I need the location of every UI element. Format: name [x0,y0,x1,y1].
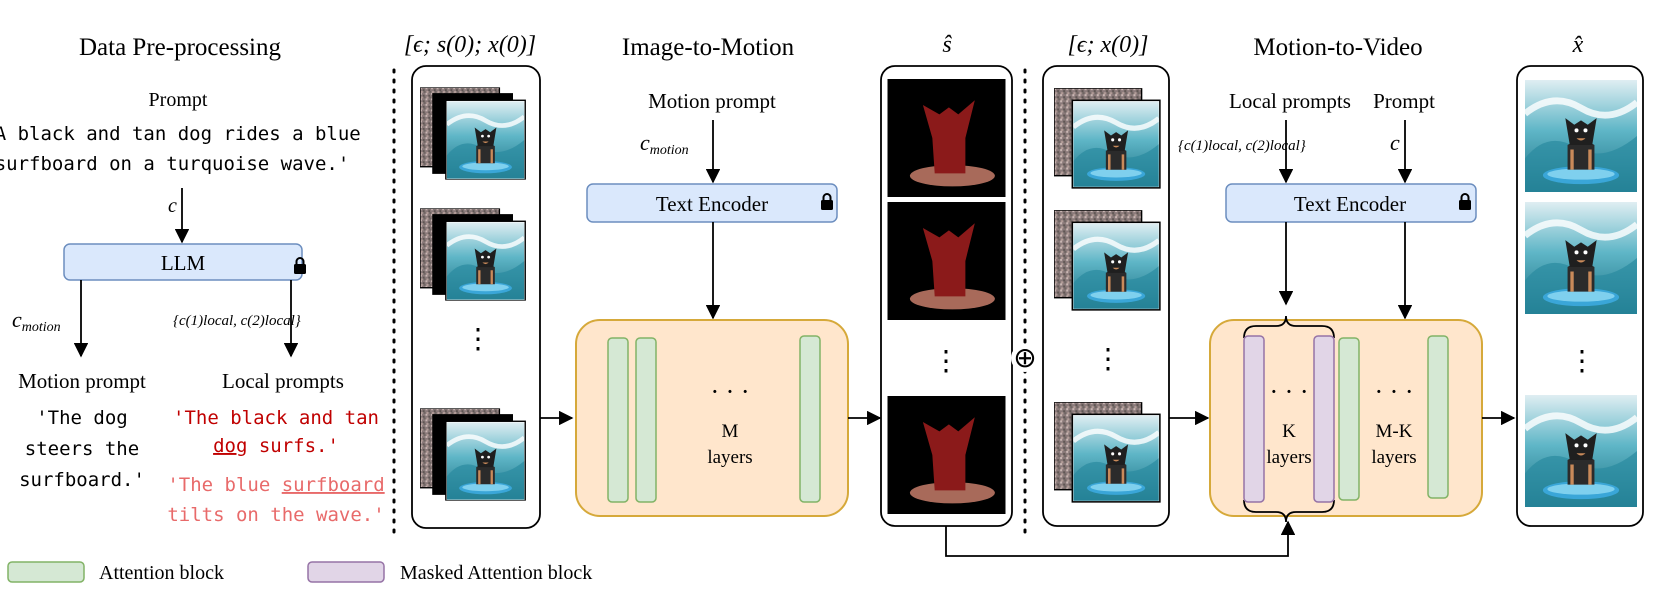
silhouette-3 [888,396,1006,514]
m2v-text-encoder [1225,183,1477,223]
silhouette-2 [888,202,1006,320]
m2v-k-layers: layers [1266,447,1311,468]
section-title-image-to-motion: Image-to-Motion [622,34,795,61]
header-s-hat: ŝ [942,32,952,58]
section-title-motion-to-video: Motion-to-Video [1253,34,1422,61]
legend-attention-label: Attention block [99,562,224,584]
oplus-symbol: ⊕ [1013,343,1036,374]
oplus-background [1011,344,1039,372]
output-vertical-dots: ⋮ [1568,346,1596,377]
output-frame-2 [1525,202,1637,314]
arrow-shat-to-k-layers [945,520,1296,557]
llm-label: LLM [161,251,206,275]
i2m-text-encoder-label: Text Encoder [656,192,768,216]
lock-icon [294,257,306,274]
header-eps-x0: [ϵ; x(0)] [1068,32,1149,58]
m2v-mk-layers: layers [1371,447,1416,468]
prompt-text-line2: surfboard on a turquoise wave.' [0,153,349,175]
input-vertical-dots: ⋮ [464,324,492,355]
m2v-k-dots: · · · [1270,377,1309,406]
shat-vertical-dots: ⋮ [932,346,960,377]
eps-vertical-dots: ⋮ [1094,344,1122,375]
i2m-attention-block-1 [607,337,629,503]
m2v-attention-block-2 [1427,335,1449,499]
m2v-prompt-label: Prompt [1373,89,1435,113]
legend-attention-swatch [7,561,85,583]
m2v-local-prompts-label: Local prompts [1229,89,1351,113]
c-local-set: {c(1)local, c(2)local} [173,313,301,329]
output-frame-3 [1525,395,1637,507]
legend-masked-swatch [307,561,385,583]
input-frame-3 [420,408,525,500]
output-frame-1 [1525,80,1637,192]
local1-line1: 'The black and tan [173,407,379,429]
i2m-motion-prompt-label: Motion prompt [648,89,776,113]
c-motion-symbol: cmotion [12,307,61,335]
i2m-layers-m: M [722,421,739,442]
m2v-text-encoder-label: Text Encoder [1294,192,1406,216]
eps-frame-2 [1054,210,1160,310]
llm-box [63,243,303,281]
m2v-mk-label: M-K [1376,421,1413,442]
m2v-c-symbol: c [1390,130,1400,155]
input-frame-1 [420,87,525,179]
m2v-c-local-set: {c(1)local, c(2)local} [1178,138,1306,154]
motion-text-1: 'The dog [36,407,128,429]
section-title-preprocessing: Data Pre-processing [79,34,282,61]
m2v-mk-dots: · · · [1375,377,1414,406]
eps-frame-3 [1054,402,1160,502]
i2m-text-encoder [586,183,838,223]
motion-prompt-label: Motion prompt [18,369,146,393]
c-symbol: c [168,195,177,217]
header-x-hat: x̂ [1572,32,1584,58]
i2m-layers-word: layers [707,447,752,468]
local-prompts-label: Local prompts [222,369,344,393]
m2v-k-label: K [1282,421,1296,442]
local1-line2: dog surfs.' [213,435,339,457]
m2v-lock-icon [1459,193,1471,210]
i2m-c-motion: cmotion [640,130,689,158]
motion-text-3: surfboard.' [19,469,145,491]
legend-masked-label: Masked Attention block [400,562,592,584]
m2v-attention-block-1 [1338,337,1360,501]
local2-line1: 'The blue surfboard [167,474,384,496]
prompt-text-line1: 'A black and tan dog rides a blue [0,123,361,145]
input-frame-2 [420,208,525,300]
local2-line2: tilts on the wave.' [167,504,384,526]
i2m-dots: · · · [711,377,750,406]
i2m-attention-block-3 [799,335,821,503]
prompt-label: Prompt [149,89,208,111]
i2m-lock-icon [821,193,833,210]
m2v-masked-block-1 [1243,335,1265,503]
eps-frame-1 [1054,88,1160,188]
silhouette-1 [888,79,1006,197]
header-input-stack: [ϵ; s(0); x(0)] [404,32,536,58]
k-brace-top [1243,315,1335,339]
i2m-attention-block-2 [635,337,657,503]
m2v-masked-block-2 [1313,335,1335,503]
motion-text-2: steers the [25,438,139,460]
